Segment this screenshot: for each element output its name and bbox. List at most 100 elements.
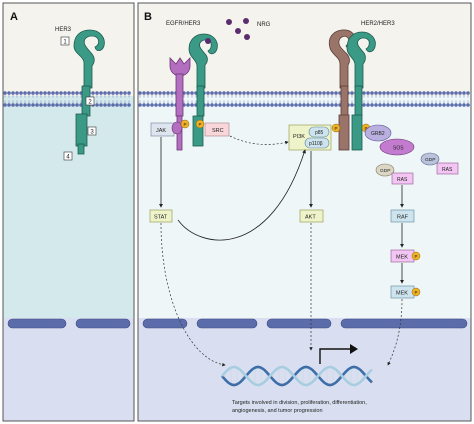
lipid-head	[67, 103, 71, 107]
domain-number-box	[63, 151, 73, 161]
dna-strand	[221, 365, 373, 387]
lipid-head	[314, 103, 318, 107]
nuclear-envelope-segment	[75, 318, 131, 329]
panel-b-letter: B	[144, 11, 152, 23]
lipid-head	[302, 91, 306, 95]
lipid-head	[378, 91, 382, 95]
raf-label: RAF	[397, 215, 409, 221]
her2-transmembrane-domain	[340, 85, 349, 117]
lipid-head	[318, 91, 322, 95]
nuclear-envelope-segment	[266, 318, 332, 329]
lipid-head	[298, 103, 302, 107]
lipid-head	[370, 103, 374, 107]
lipid-head	[362, 91, 366, 95]
lipid-head	[31, 103, 35, 107]
lipid-head	[15, 91, 19, 95]
nrg-dot	[235, 28, 241, 34]
lipid-head	[394, 91, 398, 95]
lipid-head	[382, 91, 386, 95]
lipid-head	[310, 103, 314, 107]
akt-box	[299, 209, 324, 223]
lipid-head	[47, 91, 51, 95]
lipid-head	[334, 103, 338, 107]
lipid-head	[158, 103, 162, 107]
lipid-head	[166, 91, 170, 95]
lipid-head	[446, 103, 450, 107]
mek-to-nucleus-arrow	[387, 298, 403, 366]
stat-to-pi3k-arrow	[177, 149, 306, 241]
lipid-head	[154, 103, 158, 107]
lipid-head	[266, 103, 270, 107]
mapk-cascade: RAF MEK P MEK P	[390, 209, 421, 299]
mapk-upstream: GRB2 SOS GDP RAS GDP RAS	[364, 124, 459, 185]
ras-box	[436, 162, 459, 175]
lipid-head	[186, 91, 190, 95]
panel-a	[2, 2, 135, 422]
lipid-head	[107, 103, 111, 107]
lipid-head	[382, 103, 386, 107]
nrg-ligands: NRG	[226, 18, 271, 40]
lipid-head	[146, 91, 150, 95]
grb2	[364, 124, 392, 142]
lipid-head	[218, 103, 222, 107]
lipid-head	[378, 103, 382, 107]
raf-box	[390, 209, 415, 223]
lipid-head	[226, 91, 230, 95]
lipid-head	[450, 91, 454, 95]
lipid-head	[362, 103, 366, 107]
signaling-arrows	[159, 135, 404, 367]
stat-label: STAT	[154, 215, 168, 221]
lipid-head	[462, 91, 466, 95]
lipid-head	[95, 91, 99, 95]
phospho-label: P	[198, 122, 201, 127]
mek-label: MEK	[396, 255, 408, 261]
pi3k-complex: PI3K p85 p110β	[288, 124, 332, 151]
lipid-head	[63, 91, 67, 95]
lipid-head	[123, 103, 127, 107]
lipid-head	[294, 103, 298, 107]
lipid-head	[142, 103, 146, 107]
phospho-site	[195, 119, 205, 129]
lipid-head	[123, 91, 127, 95]
egfr-transmembrane-domain	[175, 73, 184, 117]
lipid-head	[306, 103, 310, 107]
lipid-head	[111, 103, 115, 107]
lipid-head	[95, 103, 99, 107]
lipid-head	[318, 103, 322, 107]
lipid-head	[242, 91, 246, 95]
lipid-head	[322, 103, 326, 107]
lipid-head	[414, 103, 418, 107]
lipid-head	[270, 91, 274, 95]
panel-b-nucleus	[138, 318, 471, 421]
lipid-head	[166, 103, 170, 107]
lipid-head	[282, 91, 286, 95]
lipid-head	[218, 91, 222, 95]
jak-label: JAK	[156, 128, 166, 134]
lipid-head	[206, 91, 210, 95]
lipid-head	[214, 103, 218, 107]
lipid-head	[119, 103, 123, 107]
lipid-head	[154, 91, 158, 95]
lipid-head	[434, 91, 438, 95]
lipid-head	[55, 103, 59, 107]
lipid-head	[450, 103, 454, 107]
jak-node: JAK	[150, 121, 183, 137]
her3-extracellular-domain	[188, 33, 218, 89]
nuclear-envelope-segment	[196, 318, 258, 329]
lipid-head	[410, 91, 414, 95]
lipid-head	[35, 91, 39, 95]
nuclear-envelope-segment	[7, 318, 67, 329]
lipid-head	[258, 103, 262, 107]
lipid-head	[230, 91, 234, 95]
lipid-head	[458, 103, 462, 107]
her3-kinase-domain	[351, 114, 363, 151]
phospho-site	[411, 251, 421, 261]
lipid-head	[3, 103, 7, 107]
her3-label: HER3	[55, 27, 72, 33]
lipid-head	[314, 91, 318, 95]
lipid-head	[246, 91, 250, 95]
lipid-head	[366, 91, 370, 95]
lipid-head	[63, 103, 67, 107]
